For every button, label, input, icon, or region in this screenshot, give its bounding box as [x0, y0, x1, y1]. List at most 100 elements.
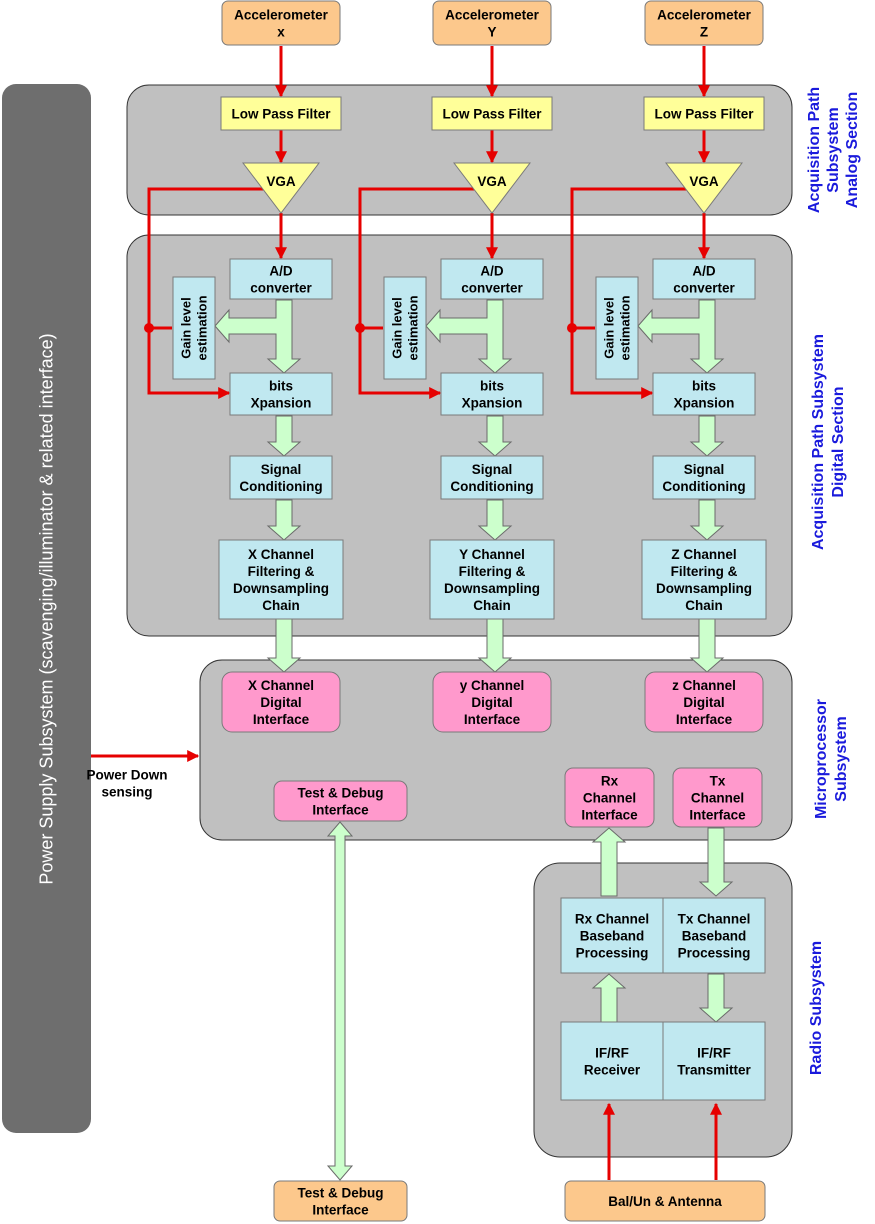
digital-interface-x	[221, 671, 341, 733]
label-line: bits	[692, 378, 716, 393]
label-line: IF/RF	[697, 1045, 731, 1060]
green-data-arrow	[689, 415, 725, 457]
bidirectional-debug-arrow	[326, 821, 354, 1181]
label-line: Channel	[691, 790, 744, 805]
label-line: Interface	[581, 807, 638, 822]
label-line: Xpansion	[674, 395, 735, 410]
green-data-arrow	[698, 827, 734, 897]
label-line: Digital	[260, 695, 301, 710]
green-data-arrow	[477, 415, 513, 457]
label-line: Acquisition Path	[806, 87, 823, 213]
label-line: Digital Section	[830, 386, 847, 497]
green-data-arrow	[266, 618, 302, 673]
label-line: Processing	[576, 945, 649, 960]
adc-x	[229, 258, 333, 300]
label-line: Analog Section	[844, 92, 861, 208]
label-line: Filtering &	[459, 564, 526, 579]
label-line: Subsystem	[825, 107, 842, 192]
label-line: Interface	[689, 807, 746, 822]
if-rf-receiver	[560, 1021, 664, 1101]
label-line: Digital	[471, 695, 512, 710]
label-line: estimation	[195, 295, 210, 360]
green-data-arrow	[689, 618, 725, 673]
label-line: Chain	[685, 598, 723, 613]
label-line: sensing	[101, 784, 152, 799]
label-line: Acquisition Path Subsystem	[810, 334, 827, 550]
label-line: Accelerometer	[657, 7, 752, 22]
gain-level-z-box	[595, 276, 639, 380]
rx-baseband-processing	[560, 897, 664, 974]
label-line: estimation	[618, 295, 633, 360]
label-line: Baseband	[682, 928, 747, 943]
filtering-chain-z	[641, 539, 767, 620]
label-line: converter	[673, 280, 735, 295]
signal-conditioning-y	[440, 455, 544, 500]
label-line: x	[277, 24, 285, 39]
digital-interface-y	[432, 671, 552, 733]
label-line: Bal/Un & Antenna	[608, 1194, 722, 1209]
label-line: Gain level	[390, 297, 405, 358]
label-line: Chain	[262, 598, 300, 613]
label-line: Filtering &	[671, 564, 738, 579]
label-line: Low Pass Filter	[654, 106, 754, 121]
gain-feedback-loop	[358, 187, 491, 399]
label-line: estimation	[406, 295, 421, 360]
label-line: Gain level	[602, 297, 617, 358]
green-data-arrow	[477, 618, 513, 673]
bal-un-antenna-box	[564, 1180, 766, 1222]
label-line: A/D	[480, 263, 504, 278]
label-line: converter	[250, 280, 312, 295]
label-line: Chain	[473, 598, 511, 613]
low-pass-filter-z-label: Low Pass Filter	[654, 106, 754, 121]
filtering-chain-y	[429, 539, 555, 620]
green-data-arrow	[266, 499, 302, 541]
low-pass-filter-x	[220, 96, 342, 131]
rx-channel-interface	[564, 767, 655, 828]
label-line: Conditioning	[450, 479, 533, 494]
label-line: Gain level	[179, 297, 194, 358]
label-line: Interface	[253, 712, 310, 727]
low-pass-filter-z	[643, 96, 765, 131]
junction-dot	[355, 323, 365, 333]
green-data-arrow	[591, 973, 627, 1023]
label-line: Accelerometer	[445, 7, 540, 22]
digital-interface-z	[644, 671, 764, 733]
signal-conditioning-x	[229, 455, 333, 500]
signal-conditioning-z	[652, 455, 756, 500]
label-line: Signal	[472, 462, 513, 477]
label-line: Test & Debug	[297, 1185, 383, 1200]
accelerometer-y-box	[432, 0, 552, 46]
green-split-arrow	[425, 299, 513, 374]
label-line: Interface	[676, 712, 733, 727]
vga-x-triangle	[241, 162, 321, 214]
junction-dot	[144, 323, 154, 333]
vga-x-label: VGA	[266, 174, 296, 189]
if-rf-transmitter	[662, 1021, 766, 1101]
label-line: VGA	[266, 174, 296, 189]
label-line: Z Channel	[671, 547, 736, 562]
label-line: Subsystem	[833, 716, 850, 801]
label-line: Conditioning	[662, 479, 745, 494]
label-line: Downsampling	[233, 581, 329, 596]
label-line: Power Supply Subsystem (scavenging/illum…	[36, 333, 56, 884]
label-line: Transmitter	[677, 1062, 751, 1077]
bits-xpansion-x	[229, 372, 333, 416]
label-line: VGA	[689, 174, 719, 189]
label-line: A/D	[692, 263, 716, 278]
label-line: Radio Subsystem	[808, 941, 825, 1075]
vga-y-label: VGA	[477, 174, 507, 189]
